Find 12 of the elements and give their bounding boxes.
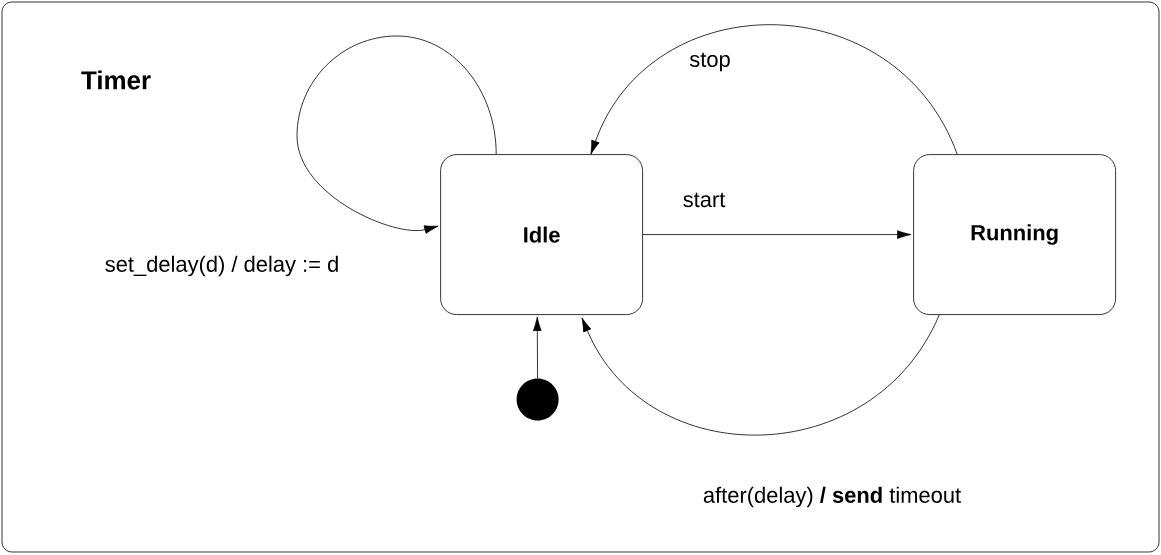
- transition-arrow: [581, 314, 940, 436]
- edge-label: stop: [688, 51, 732, 73]
- edge-label: after(delay) / send timeout: [701, 485, 963, 509]
- transition-arrow: [642, 230, 912, 239]
- transition-arrow: [590, 24, 958, 155]
- transition-arrow: [533, 316, 542, 379]
- edge-label: start: [681, 191, 727, 209]
- state-box: Idle: [440, 154, 643, 315]
- transition-arrow: [296, 35, 497, 234]
- initial-state: [516, 378, 559, 421]
- state-box: Running: [913, 154, 1116, 315]
- edge-label: set_delay(d) / delay := d: [103, 254, 341, 278]
